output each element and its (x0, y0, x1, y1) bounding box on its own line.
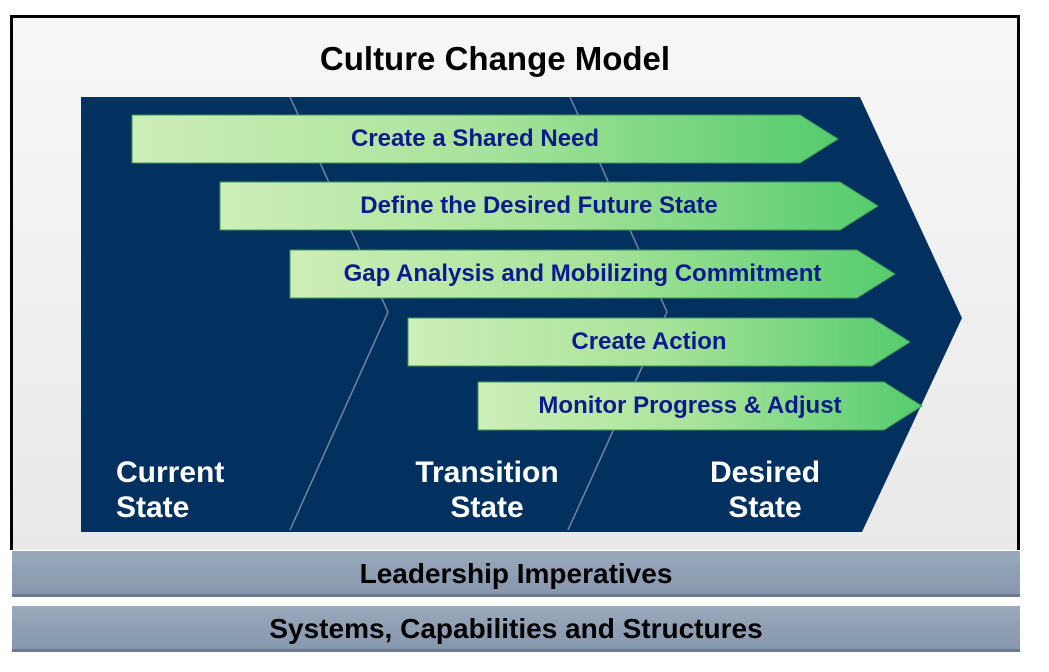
divider-line (289, 96, 389, 531)
step-label: Create a Shared Need (350, 125, 600, 152)
leadership-imperatives-bar: Leadership Imperatives (12, 551, 1020, 597)
systems-bar: Systems, Capabilities and Structures (12, 606, 1020, 652)
step-arrow (407, 317, 911, 367)
step-label: Monitor Progress & Adjust (538, 392, 842, 419)
step-arrow (477, 381, 923, 431)
step-label: Define the Desired Future State (360, 192, 718, 219)
divider-line (567, 96, 668, 531)
diagram-title: Culture Change Model (319, 40, 671, 77)
step-arrow (219, 181, 879, 231)
step-label: Gap Analysis and Mobilizing Commitment (343, 260, 822, 287)
step-arrow (289, 249, 896, 299)
step-arrow (131, 114, 839, 164)
step-label: Create Action (571, 328, 727, 355)
